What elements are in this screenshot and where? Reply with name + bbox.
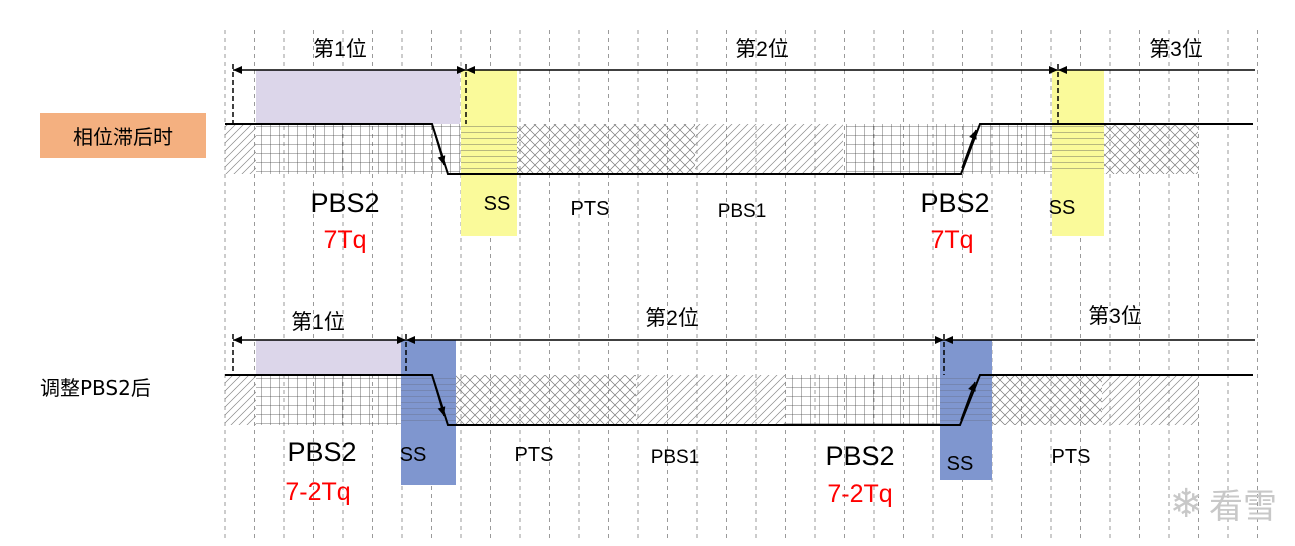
edge-arrow-top-2 [961, 129, 977, 169]
pbs1-diag-top [695, 124, 843, 174]
pbs2-label-top-left: PBS2 [310, 188, 379, 218]
bottom-timing: 第1位 第2位 第3位 PBS2 7-2Tq SS PTS PBS1 PBS2 … [225, 305, 1255, 508]
ss-label-top-1: SS [484, 193, 511, 215]
after-adjust-label: 调整PBS2后 [40, 376, 151, 400]
pbs2-shade-bottom [256, 340, 401, 375]
bit3-label-top: 第3位 [1149, 38, 1203, 61]
ss-label-top-2: SS [1049, 197, 1076, 219]
edge-arrow-bottom-1 [431, 374, 446, 417]
tq-label-bottom-left: 7-2Tq [285, 478, 350, 506]
pbs2-label-bottom-right: PBS2 [825, 441, 894, 471]
pts-cross-top [517, 124, 695, 174]
pbs1-diag-bottom [636, 375, 786, 425]
pts-cross-bottom-2 [992, 375, 1102, 425]
tq-label-bottom-right: 7-2Tq [827, 480, 892, 508]
pts-cross-bottom [456, 375, 636, 425]
ss-lines-top-2 [1052, 124, 1104, 174]
watermark-text: 看雪 [1209, 487, 1277, 527]
pts-label-bottom: PTS [515, 444, 554, 466]
pbs2-label-top-right: PBS2 [920, 188, 989, 218]
pbs2-label-bottom-left: PBS2 [287, 437, 356, 467]
pbs1-label-top: PBS1 [718, 201, 767, 222]
phase-lag-label: 相位滞后时 [40, 113, 206, 158]
pbs1-label-bottom: PBS1 [651, 447, 700, 468]
pbs2-shade-top [256, 70, 460, 124]
pts-label-top: PTS [571, 198, 610, 220]
ss-lines-bottom-2 [940, 375, 992, 425]
pts-cross-top-2 [1104, 124, 1198, 174]
ss-label-bottom-2: SS [947, 453, 974, 475]
ss-label-bottom-1: SS [400, 444, 427, 466]
bit2-label-top: 第2位 [735, 38, 789, 61]
tq-label-top-right: 7Tq [930, 226, 973, 254]
top-timing: 第1位 第2位 第3位 PBS2 7Tq SS PTS PBS1 PBS2 7T… [225, 38, 1255, 254]
pbs2-grid-top-left [256, 124, 460, 174]
bit1-label-bottom: 第1位 [291, 311, 345, 334]
ss-lines-top-1 [461, 124, 517, 174]
pbs2-grid-top-right [846, 124, 1052, 174]
signal-waveform-bottom [225, 374, 1253, 426]
bit3-label-bottom: 第3位 [1088, 305, 1142, 328]
bit2-label-bottom: 第2位 [645, 307, 699, 330]
pbs2-grid-bottom-right [786, 375, 940, 425]
tq-label-top-left: 7Tq [323, 226, 366, 254]
snowflake-icon: ❄ [1169, 480, 1203, 527]
bit1-label-top: 第1位 [313, 38, 367, 61]
edge-arrow-top-1 [431, 123, 446, 166]
ss-lines-bottom-1 [401, 375, 456, 425]
pts-label-bottom-2: PTS [1052, 446, 1091, 468]
start-hatch-bottom [225, 375, 256, 425]
pbs2-grid-bottom-left [256, 375, 401, 425]
edge-arrow-bottom-2 [960, 381, 976, 421]
start-hatch-top [225, 124, 256, 174]
end-diag-bottom [1102, 375, 1198, 425]
watermark: ❄ 看雪 [1169, 479, 1277, 528]
